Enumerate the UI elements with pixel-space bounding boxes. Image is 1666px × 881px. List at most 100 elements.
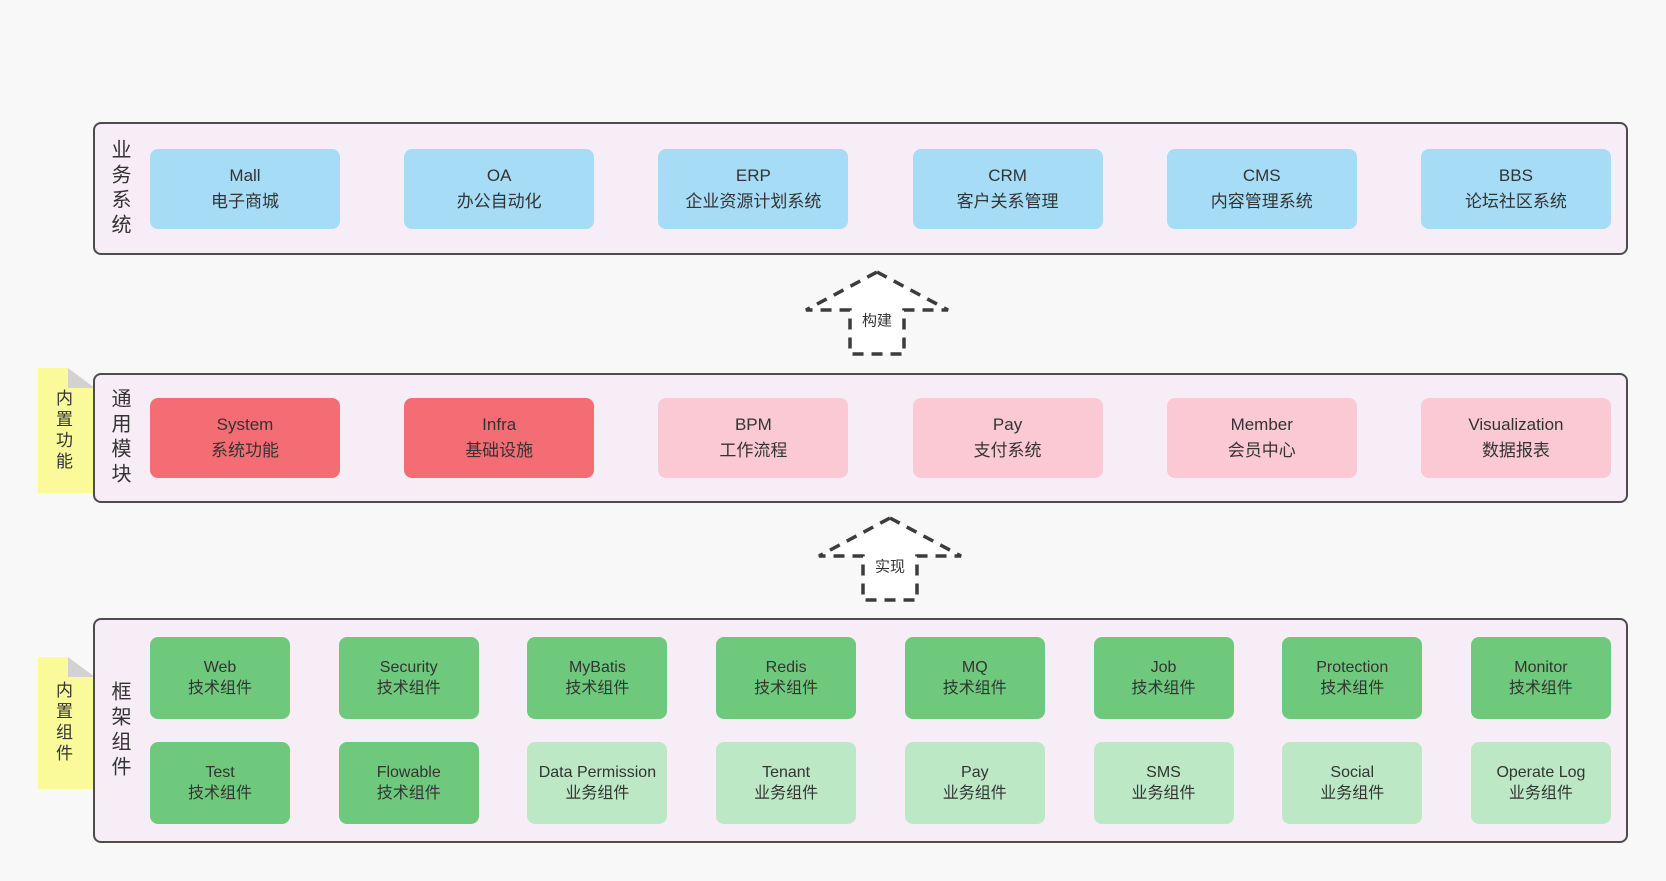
box-web: Web 技术组件 [150,637,290,719]
box-subtitle: 技术组件 [565,680,630,697]
box-operate-log: Operate Log 业务组件 [1470,742,1611,824]
component-row: Mall 电子商城 OA 办公自动化 ERP 企业资源计划系统 CRM 客户关系管理 CMS 内容… [150,148,1611,229]
box-oa: OA 办公自动化 [404,148,595,229]
box-mybatis: MyBatis 技术组件 [527,637,668,719]
box-subtitle: 办公自动化 [456,191,542,211]
box-title: Security [379,659,438,676]
box-title: System [216,415,274,434]
box-title: Pay [992,415,1023,434]
implement-arrow: 实现 [815,514,965,604]
box-title: Web [203,659,237,676]
box-title: CMS [1242,165,1281,185]
box-social: Social 业务组件 [1282,742,1423,824]
box-subtitle: 技术组件 [187,680,252,697]
arrow-label: 构建 [858,308,896,332]
box-subtitle: 技术组件 [1131,680,1196,697]
box-title: Tenant [762,764,811,781]
box-subtitle: 技术组件 [754,680,819,697]
box-title: Visualization [1468,415,1564,434]
box-title: Infra [482,415,517,434]
box-subtitle: 内容管理系统 [1210,191,1313,211]
box-job: Job 技术组件 [1093,637,1234,719]
box-title: BBS [1498,165,1533,185]
sticky-note-label: 内置组件 [53,681,72,765]
build-arrow: 构建 [802,268,952,358]
box-subtitle: 技术组件 [376,680,441,697]
box-title: Job [1150,659,1177,676]
box-subtitle: 技术组件 [187,785,252,802]
box-subtitle: 技术组件 [942,680,1007,697]
box-pay: Pay 业务组件 [904,742,1045,824]
band-side-label: 框架组件 [108,680,130,781]
box-test: Test 技术组件 [150,742,290,824]
box-subtitle: 业务组件 [565,785,630,802]
box-visualization: Visualization 数据报表 [1420,398,1611,478]
band-boxes-area: Mall 电子商城 OA 办公自动化 ERP 企业资源计划系统 CRM 客户关系管理 CMS 内容… [150,124,1611,253]
box-member: Member 会员中心 [1166,398,1357,478]
band-side-label: 通用模块 [108,388,130,488]
box-mq: MQ 技术组件 [904,637,1045,719]
box-title: MQ [961,659,988,676]
box-subtitle: 工作流程 [719,441,788,460]
box-subtitle: 数据报表 [1481,441,1550,460]
box-bpm: BPM 工作流程 [658,398,849,478]
box-title: Member [1230,415,1293,434]
box-subtitle: 企业资源计划系统 [685,191,822,211]
box-infra: Infra 基础设施 [404,398,595,478]
box-subtitle: 业务组件 [1508,785,1573,802]
component-row: Test 技术组件 Flowable 技术组件 Data Permission 业务组件 T… [150,742,1611,824]
box-crm: CRM 客户关系管理 [912,148,1103,229]
box-flowable: Flowable 技术组件 [338,742,479,824]
box-erp: ERP 企业资源计划系统 [658,148,849,229]
box-title: Operate Log [1496,764,1586,781]
sticky-note-built-in-features: 内置功能 [38,368,95,493]
folded-corner-icon [68,368,95,388]
box-title: MyBatis [568,659,626,676]
band-side-label: 业务系统 [108,138,130,239]
box-subtitle: 技术组件 [1508,680,1573,697]
box-title: Redis [765,659,807,676]
box-security: Security 技术组件 [338,637,479,719]
sticky-note-built-in-components: 内置组件 [38,657,95,789]
box-subtitle: 客户关系管理 [956,191,1059,211]
folded-corner-icon [68,657,95,677]
box-subtitle: 技术组件 [376,785,441,802]
box-mall: Mall 电子商城 [150,148,340,229]
box-title: Pay [961,764,989,781]
box-redis: Redis 技术组件 [716,637,857,719]
box-title: Monitor [1514,659,1568,676]
box-subtitle: 电子商城 [211,191,279,211]
box-subtitle: 业务组件 [942,785,1007,802]
box-title: Mall [229,165,261,185]
box-title: Data Permission [538,764,657,781]
box-title: BPM [734,415,772,434]
box-title: ERP [735,165,771,185]
box-subtitle: 基础设施 [465,441,534,460]
box-subtitle: 业务组件 [1320,785,1385,802]
sticky-note-label: 内置功能 [53,388,72,473]
box-monitor: Monitor 技术组件 [1470,637,1611,719]
box-title: Social [1330,764,1374,781]
box-cms: CMS 内容管理系统 [1166,148,1357,229]
box-title: CRM [988,165,1027,185]
box-title: OA [486,165,512,185]
box-title: Test [205,764,235,781]
band-business-systems: 业务系统 Mall 电子商城 OA 办公自动化 ERP 企业资源计划系统 CRM 客户关系管理… [93,122,1628,255]
box-subtitle: 会员中心 [1227,441,1296,460]
box-subtitle: 业务组件 [1131,785,1196,802]
box-title: Flowable [376,764,441,781]
box-data-permission: Data Permission 业务组件 [527,742,668,824]
